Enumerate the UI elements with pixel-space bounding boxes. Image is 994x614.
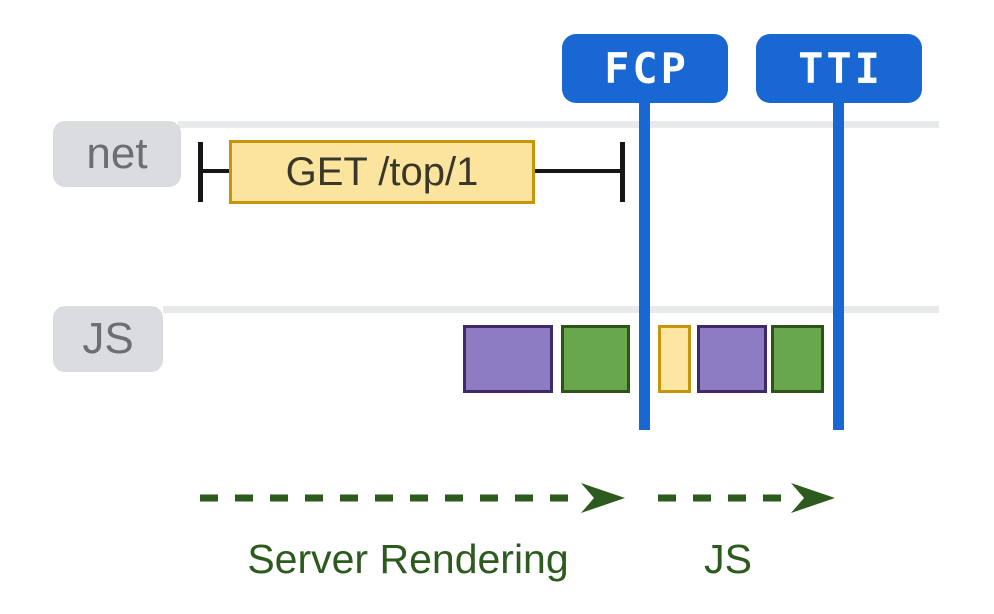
js-track-label-text: JS	[82, 314, 134, 363]
tti-badge-label: TTI	[798, 44, 883, 93]
fcp-badge-label: FCP	[604, 44, 689, 93]
tti-badge: TTI	[756, 34, 922, 103]
request-start-marker	[198, 142, 203, 202]
js-execution-block	[697, 325, 767, 393]
js-track-line	[163, 306, 939, 313]
request-end-connector	[535, 169, 620, 173]
server-rendering-arrowhead	[581, 483, 625, 513]
net-track-label: net	[53, 121, 181, 187]
server-rendering-phase-label: Server Rendering	[247, 536, 569, 582]
fcp-badge: FCP	[562, 34, 728, 103]
fcp-marker-line	[639, 96, 650, 430]
js-execution-block	[658, 325, 691, 393]
net-track-label-text: net	[86, 129, 148, 178]
tti-marker-line	[833, 96, 844, 430]
request-end-marker	[620, 142, 625, 202]
network-request-label: GET /top/1	[285, 149, 479, 194]
js-phase-label: JS	[704, 536, 752, 582]
net-track-line	[178, 121, 939, 128]
request-start-connector	[203, 169, 229, 173]
js-execution-block	[463, 325, 553, 393]
js-execution-block	[561, 325, 630, 393]
js-track-label: JS	[53, 306, 163, 372]
phase-arrows	[200, 483, 835, 513]
network-request-bar: GET /top/1	[229, 140, 535, 204]
js-execution-block	[771, 325, 824, 393]
js-arrowhead	[791, 483, 835, 513]
